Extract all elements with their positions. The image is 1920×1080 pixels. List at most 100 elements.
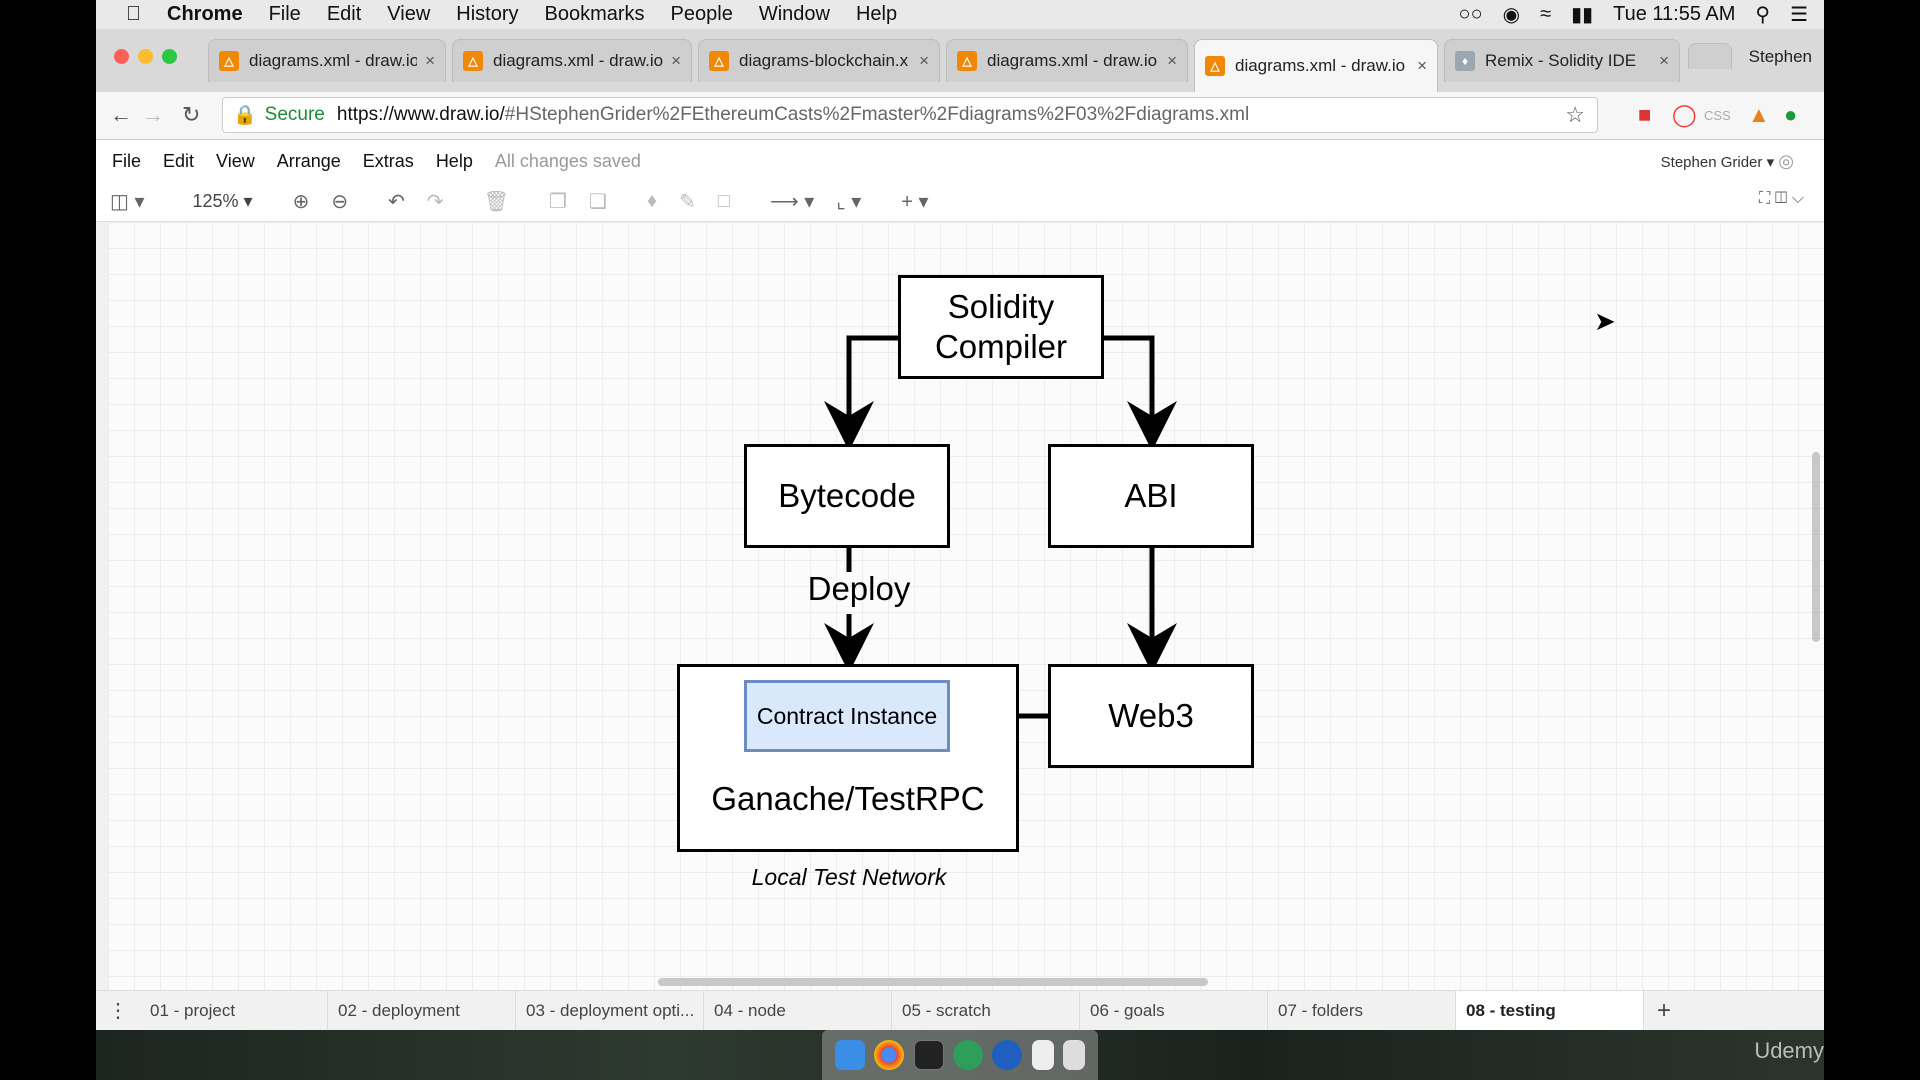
drawio-menu-view[interactable]: View: [216, 150, 255, 171]
drawing-canvas[interactable]: Solidity Compiler Bytecode ABI Deploy We…: [96, 222, 1824, 990]
wifi-icon[interactable]: ≈: [1540, 3, 1552, 25]
browser-tab[interactable]: △ diagrams-blockchain.x ×: [698, 39, 940, 82]
drawio-menu-file[interactable]: File: [112, 150, 142, 171]
page-tab-active[interactable]: 08 - testing: [1456, 990, 1644, 1031]
format-panel-icon[interactable]: ◫ ▾: [110, 191, 145, 213]
user-menu[interactable]: Stephen Grider ▾ ◎: [1660, 150, 1794, 171]
browser-icon[interactable]: [992, 1040, 1023, 1070]
vertical-scrollbar[interactable]: [1812, 452, 1820, 642]
close-tab-icon[interactable]: ×: [1417, 56, 1427, 75]
extension-icon[interactable]: ■: [1638, 102, 1652, 127]
list-icon[interactable]: ☰: [1790, 4, 1808, 26]
trash-icon[interactable]: [1063, 1040, 1086, 1070]
url-path: #HStephenGrider%2FEthereumCasts%2Fmaster…: [504, 104, 1250, 125]
close-tab-icon[interactable]: ×: [919, 51, 929, 70]
dock: [822, 1030, 1098, 1080]
page-tab[interactable]: 01 - project: [140, 990, 328, 1031]
waypoints-icon[interactable]: ⌞ ▾: [836, 191, 862, 213]
back-icon[interactable]: ←: [110, 102, 132, 127]
lock-icon: 🔒: [233, 105, 257, 126]
close-tab-icon[interactable]: ×: [671, 51, 681, 70]
line-color-icon[interactable]: ✎: [679, 191, 696, 213]
reload-icon[interactable]: ↻: [182, 102, 201, 127]
web3-node[interactable]: Web3: [1048, 664, 1254, 768]
menubar-app-name[interactable]: Chrome: [152, 3, 243, 25]
add-page-icon[interactable]: +: [1656, 996, 1671, 1024]
fullscreen-icon[interactable]: ⛶ ◫ ⌵: [1758, 190, 1804, 207]
delete-icon[interactable]: 🗑: [483, 191, 510, 213]
drawio-menu-arrange[interactable]: Arrange: [276, 150, 341, 171]
network-caption[interactable]: Local Test Network: [751, 864, 947, 890]
address-bar[interactable]: 🔒 Secure https://www.draw.io/ #HStephenG…: [222, 97, 1598, 133]
zoom-in-icon[interactable]: ⊕: [292, 191, 310, 213]
connection-icon[interactable]: ⟶ ▾: [770, 191, 815, 213]
drawio-menu-help[interactable]: Help: [435, 150, 473, 171]
metamask-icon[interactable]: ▲: [1748, 102, 1770, 127]
green-extension-icon[interactable]: ●: [1784, 102, 1798, 127]
ganache-label: Ganache/TestRPC: [711, 780, 985, 817]
minimize-window-button[interactable]: [138, 49, 153, 64]
menubar-people[interactable]: People: [655, 3, 733, 25]
to-back-icon[interactable]: ❏: [588, 191, 607, 213]
solidity-compiler-node[interactable]: Solidity Compiler: [898, 275, 1104, 379]
to-front-icon[interactable]: ❐: [549, 191, 567, 213]
contract-instance-node[interactable]: Contract Instance: [744, 680, 950, 752]
fill-color-icon[interactable]: ♦: [646, 190, 658, 212]
drawio-menu-edit[interactable]: Edit: [163, 150, 195, 171]
profile-name[interactable]: Stephen: [1748, 47, 1812, 66]
menubar-history[interactable]: History: [441, 3, 518, 25]
save-status: All changes saved: [494, 150, 641, 171]
zoom-select[interactable]: 125% ▾: [192, 191, 253, 211]
new-tab-button[interactable]: [1688, 43, 1732, 69]
chrome-icon[interactable]: [874, 1040, 905, 1070]
search-icon[interactable]: ⚲: [1755, 4, 1771, 26]
menubar-window[interactable]: Window: [743, 3, 830, 25]
menubar-view[interactable]: View: [372, 3, 430, 25]
zoom-out-icon[interactable]: ⊖: [331, 191, 349, 213]
atom-icon[interactable]: [952, 1040, 983, 1070]
shadow-icon[interactable]: □: [717, 190, 730, 212]
bookmark-star-icon[interactable]: ☆: [1565, 102, 1585, 127]
css-extension-icon[interactable]: CSS: [1704, 108, 1731, 123]
page-tab[interactable]: 02 - deployment: [328, 990, 516, 1031]
battery-icon[interactable]: ▮▮: [1571, 4, 1594, 26]
menubar-bookmarks[interactable]: Bookmarks: [529, 3, 645, 25]
deploy-label[interactable]: Deploy: [807, 570, 911, 607]
menubar-edit[interactable]: Edit: [311, 3, 361, 25]
page-tab[interactable]: 04 - node: [704, 990, 892, 1031]
menubar-file[interactable]: File: [253, 3, 301, 25]
redo-icon[interactable]: ↷: [426, 191, 444, 213]
page-tab[interactable]: 06 - goals: [1080, 990, 1268, 1031]
menubar-help[interactable]: Help: [840, 3, 897, 25]
apple-icon[interactable]: : [126, 3, 141, 26]
ganache-container[interactable]: Ganache/TestRPC: [677, 664, 1019, 852]
maximize-window-button[interactable]: [162, 49, 177, 64]
close-tab-icon[interactable]: ×: [1659, 51, 1669, 70]
opera-extension-icon[interactable]: ◯: [1672, 102, 1697, 127]
bytecode-node[interactable]: Bytecode: [744, 444, 950, 548]
clock[interactable]: Tue 11:55 AM: [1613, 3, 1736, 25]
browser-tab[interactable]: △ diagrams.xml - draw.io ×: [208, 39, 446, 82]
page-tab[interactable]: 07 - folders: [1268, 990, 1456, 1031]
close-tab-icon[interactable]: ×: [1167, 51, 1177, 70]
page-tab[interactable]: 03 - deployment opti...: [516, 990, 704, 1031]
finder-icon[interactable]: [834, 1040, 865, 1070]
browser-tab[interactable]: △ diagrams.xml - draw.io ×: [946, 39, 1188, 82]
browser-tab[interactable]: △ diagrams.xml - draw.io ×: [452, 39, 692, 82]
document-icon[interactable]: [1031, 1040, 1054, 1070]
glasses-icon[interactable]: ○○: [1458, 3, 1483, 25]
browser-tab-active[interactable]: △ diagrams.xml - draw.io ×: [1194, 39, 1438, 92]
horizontal-scrollbar[interactable]: [658, 978, 1208, 986]
undo-icon[interactable]: ↶: [388, 191, 405, 213]
close-window-button[interactable]: [114, 49, 129, 64]
close-tab-icon[interactable]: ×: [425, 51, 435, 70]
insert-icon[interactable]: + ▾: [901, 191, 929, 213]
record-icon[interactable]: ◉: [1502, 4, 1521, 26]
abi-node[interactable]: ABI: [1048, 444, 1254, 548]
pages-menu-icon[interactable]: ⋮: [108, 1000, 128, 1022]
terminal-icon[interactable]: [913, 1040, 944, 1070]
browser-tab[interactable]: ♦ Remix - Solidity IDE ×: [1444, 39, 1680, 82]
drawio-menu-extras[interactable]: Extras: [362, 150, 414, 171]
forward-icon[interactable]: →: [142, 102, 164, 127]
page-tab[interactable]: 05 - scratch: [892, 990, 1080, 1031]
